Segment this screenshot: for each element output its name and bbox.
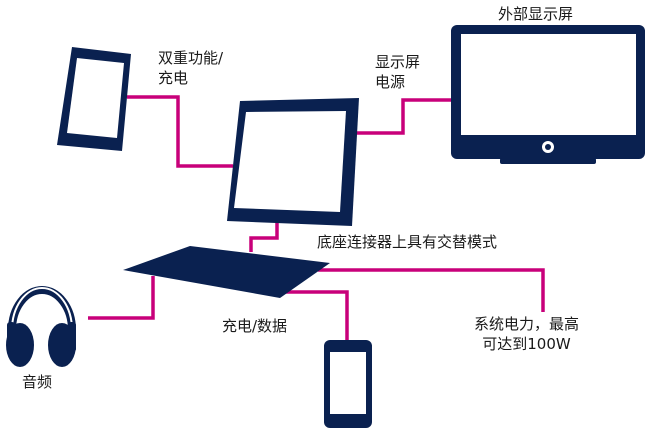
display-power-label: 显示屏电源 [375,52,420,92]
label-line: 可达到100W [482,335,571,353]
phone-icon [324,340,372,428]
headphones-icon [6,286,76,367]
dock-alt-mode-label: 底座连接器上具有交替模式 [317,233,498,251]
label-line: 系统电力，最高 [474,315,580,333]
external-monitor-icon [451,25,645,164]
dual-role-label: 双重功能/充电 [158,48,223,88]
headphones-link [88,276,155,320]
tablet-link [127,95,233,168]
connector-lines [88,95,545,340]
external-display-link [356,98,454,135]
tablet-icon [57,47,131,151]
label-line: 电源 [375,73,406,91]
devices [6,25,645,428]
label-line: 充电 [158,69,189,87]
charge-data-label: 充电/数据 [222,317,288,335]
label-line: 双重功能/ [158,49,224,67]
keyboard-icon [123,246,330,298]
audio-label: 音频 [22,373,53,391]
dock-link [249,222,279,252]
laptop-monitor-icon [227,98,359,226]
label-line: 显示屏 [375,53,421,71]
external-display-label: 外部显示屏 [498,5,574,23]
phone-link [285,290,349,340]
power-link [318,268,545,312]
system-power-label: 系统电力，最高可达到100W [474,314,579,354]
